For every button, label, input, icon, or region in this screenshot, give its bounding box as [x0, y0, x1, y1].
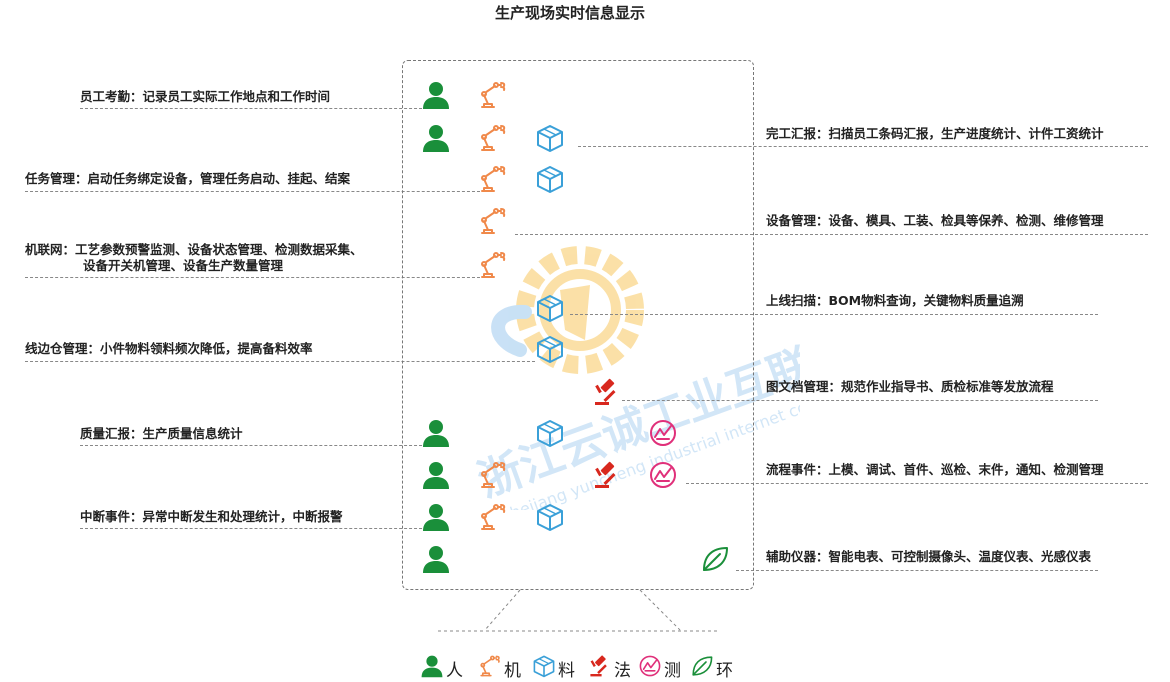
label-line-warehouse: 线边仓管理：小件物料领料频次降低，提高备料效率	[25, 341, 313, 356]
box-icon	[535, 418, 565, 448]
leader-line-interrupt-event	[80, 528, 432, 529]
person-icon	[421, 502, 451, 532]
leader-line-process-event	[686, 483, 1148, 484]
monitor-stand	[438, 589, 720, 632]
label-quality-report: 质量汇报：生产质量信息统计	[80, 426, 243, 441]
legend-label: 机	[504, 661, 521, 681]
label-attendance: 员工考勤：记录员工实际工作地点和工作时间	[80, 89, 331, 104]
gavel-icon	[592, 377, 622, 407]
label-completion-report: 完工汇报：扫描员工条码汇报，生产进度统计、计件工资统计	[766, 126, 1104, 141]
robot-arm-icon	[478, 250, 508, 280]
robot-arm-icon	[478, 206, 508, 236]
legend-label: 测	[664, 661, 681, 681]
wave-icon	[648, 460, 678, 490]
box-icon	[535, 334, 565, 364]
box-icon	[535, 293, 565, 323]
gavel-icon	[592, 460, 622, 490]
person-icon	[421, 460, 451, 490]
leader-line-attendance	[80, 108, 432, 109]
person-icon	[421, 123, 451, 153]
leader-line-completion-report	[578, 146, 1148, 147]
leader-line-line-warehouse	[25, 361, 535, 362]
robot-arm-icon	[478, 502, 508, 532]
leaf-icon	[690, 654, 714, 678]
box-icon	[535, 123, 565, 153]
leader-line-machine-network	[25, 277, 480, 278]
page-title: 生产现场实时信息显示	[494, 4, 645, 22]
box-icon	[535, 164, 565, 194]
person-icon	[420, 654, 444, 678]
label-auxiliary-instrument: 辅助仪器：智能电表、可控制摄像头、温度仪表、光感仪表	[766, 549, 1092, 564]
label-online-scan: 上线扫描：BOM物料查询，关键物料质量追溯	[766, 293, 1024, 308]
label-process-event: 流程事件：上模、调试、首件、巡检、末件，通知、检测管理	[766, 462, 1104, 477]
robot-arm-icon	[478, 80, 508, 110]
leader-line-online-scan	[570, 314, 1098, 315]
leader-line-task-management	[25, 191, 480, 192]
wave-icon	[638, 654, 662, 678]
legend-label: 料	[558, 661, 575, 681]
label-document-management: 图文档管理：规范作业指导书、质检标准等发放流程	[766, 379, 1054, 394]
label-machine-network-line1: 机联网：工艺参数预警监测、设备状态管理、检测数据采集、	[25, 242, 363, 257]
robot-arm-icon	[478, 460, 508, 490]
leader-line-document-management	[622, 400, 1098, 401]
display-panel	[402, 60, 754, 590]
leaf-icon	[700, 544, 730, 574]
person-icon	[421, 544, 451, 574]
legend-label: 环	[716, 661, 733, 681]
legend-label: 人	[446, 661, 463, 681]
leader-line-equipment-management	[515, 234, 1148, 235]
label-equipment-management: 设备管理：设备、模具、工装、检具等保养、检测、维修管理	[766, 213, 1104, 228]
person-icon	[421, 80, 451, 110]
label-interrupt-event: 中断事件：异常中断发生和处理统计，中断报警	[80, 509, 343, 524]
box-icon	[532, 654, 556, 678]
gavel-icon	[588, 654, 612, 678]
robot-arm-icon	[478, 123, 508, 153]
leader-line-auxiliary-instrument	[736, 570, 1098, 571]
wave-icon	[648, 418, 678, 448]
box-icon	[535, 502, 565, 532]
robot-arm-icon	[478, 654, 502, 678]
leader-line-quality-report	[80, 445, 432, 446]
legend-label: 法	[614, 661, 631, 681]
label-machine-network-line2: 设备开关机管理、设备生产数量管理	[83, 258, 284, 273]
label-task-management: 任务管理：启动任务绑定设备，管理任务启动、挂起、结案	[25, 171, 351, 186]
person-icon	[421, 418, 451, 448]
robot-arm-icon	[478, 164, 508, 194]
